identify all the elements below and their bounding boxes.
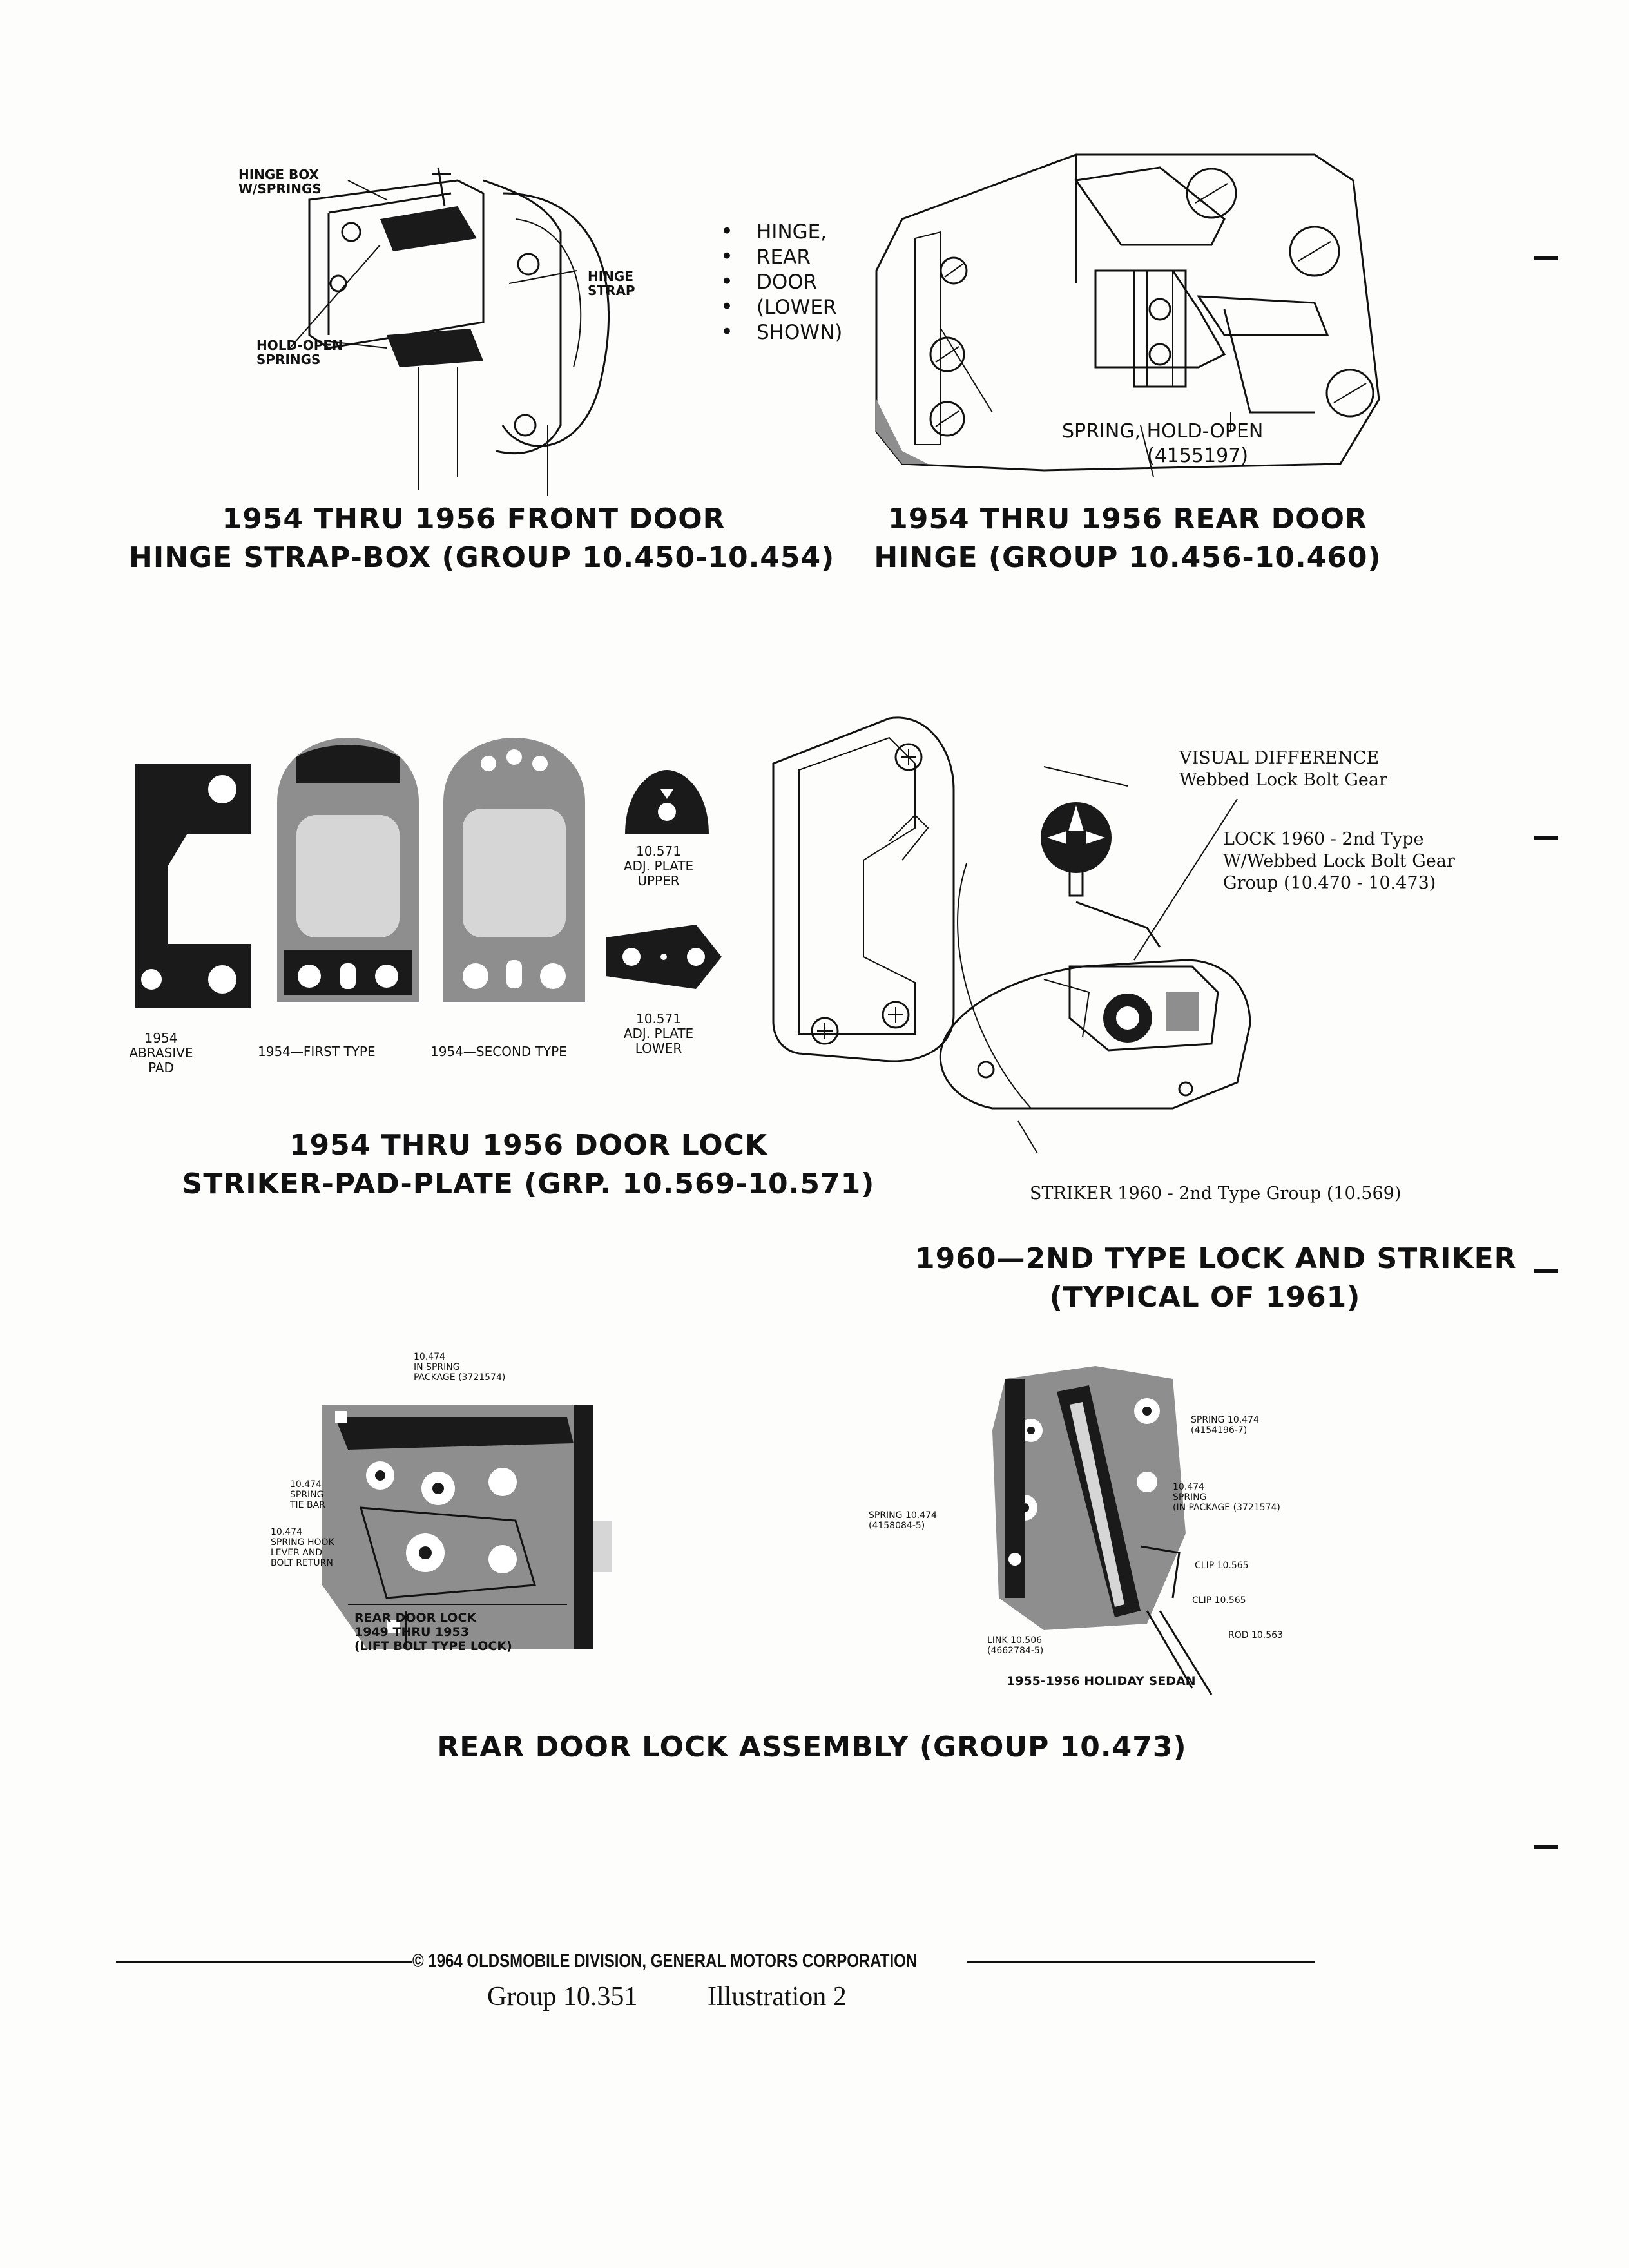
bullet-item: REAR xyxy=(720,244,842,269)
rear-door-lock-1949-illustration xyxy=(322,1405,612,1649)
spring-tie-bar-label: 10.474 SPRING TIE BAR xyxy=(290,1479,325,1510)
footer-illustration: Illustration 2 xyxy=(708,1982,847,2012)
fig1-caption-line2: HINGE STRAP-BOX (GROUP 10.450-10.454) xyxy=(129,541,835,574)
lock-1960-label: LOCK 1960 - 2nd Type W/Webbed Lock Bolt … xyxy=(1223,829,1455,893)
upper-adj-plate-illustration xyxy=(625,770,709,834)
striker-1960-label: STRIKER 1960 - 2nd Type Group (10.569) xyxy=(1030,1184,1402,1204)
lower-adj-plate-label: 10.571 ADJ. PLATE LOWER xyxy=(623,1011,694,1056)
visual-difference-label: VISUAL DIFFERENCE Webbed Lock Bolt Gear xyxy=(1179,748,1387,790)
bullet-item: HINGE, xyxy=(720,219,842,244)
abrasive-pad-illustration xyxy=(135,764,251,1008)
spring-hold-open-part-number: (4155197) xyxy=(1147,445,1249,467)
lock-and-striker-1960-illustration xyxy=(939,766,1251,1154)
bullet-item: SHOWN) xyxy=(720,320,842,345)
hinge-box-label: HINGE BOX W/SPRINGS xyxy=(238,167,322,197)
footer-copyright: © 1964 OLDSMOBILE DIVISION, GENERAL MOTO… xyxy=(412,1950,918,1972)
abrasive-pad-label: 1954 ABRASIVE PAD xyxy=(129,1030,193,1075)
rear-door-lock-assembly-caption: REAR DOOR LOCK ASSEMBLY (GROUP 10.473) xyxy=(437,1731,1187,1763)
spring-package-label: 10.474 SPRING (IN PACKAGE (3721574) xyxy=(1173,1482,1280,1513)
footer-group: Group 10.351 xyxy=(487,1982,638,2012)
clip-label-2: CLIP 10.565 xyxy=(1192,1595,1246,1606)
footer-rule-right xyxy=(967,1961,1315,1963)
bullet-item: DOOR xyxy=(720,269,842,294)
second-type-plate-illustration xyxy=(443,738,585,1002)
spring-package-label: 10.474 IN SPRING PACKAGE (3721574) xyxy=(414,1352,506,1383)
footer-rule-left xyxy=(116,1961,412,1963)
first-type-plate-illustration xyxy=(277,738,419,1002)
rear-door-lock-1949-label: REAR DOOR LOCK 1949 THRU 1953 (LIFT BOLT… xyxy=(354,1611,512,1653)
second-type-label: 1954—SECOND TYPE xyxy=(430,1044,567,1059)
lower-adj-plate-illustration xyxy=(606,925,722,989)
rear-door-hinge-illustration xyxy=(875,153,1380,477)
fig2-caption-line2: HINGE (GROUP 10.456-10.460) xyxy=(874,541,1382,574)
bullet-item: (LOWER xyxy=(720,294,842,320)
spring-upper-label: SPRING 10.474 (4154196-7) xyxy=(1191,1415,1259,1436)
fig2-caption-line1: 1954 THRU 1956 REAR DOOR xyxy=(888,503,1367,535)
spring-hold-open-label: SPRING, HOLD-OPEN xyxy=(1062,420,1264,443)
hinge-strap-label: HINGE STRAP xyxy=(588,269,635,298)
hold-open-springs-label: HOLD-OPEN SPRINGS xyxy=(256,338,343,367)
margin-mark xyxy=(1534,1845,1558,1849)
margin-mark xyxy=(1534,1269,1558,1273)
upper-adj-plate-label: 10.571 ADJ. PLATE UPPER xyxy=(623,843,694,889)
holiday-sedan-label: 1955-1956 HOLIDAY SEDAN xyxy=(1007,1674,1196,1688)
holiday-sedan-lock-illustration xyxy=(992,1366,1213,1695)
link-label: LINK 10.506 (4662784-5) xyxy=(987,1635,1044,1656)
clip-label-1: CLIP 10.565 xyxy=(1195,1561,1249,1571)
rear-hinge-bullet-list: HINGE, REAR DOOR (LOWER SHOWN) xyxy=(720,219,842,345)
margin-mark xyxy=(1534,256,1558,260)
fig4-caption-line1: 1960—2ND TYPE LOCK AND STRIKER xyxy=(915,1242,1517,1275)
fig3-caption-line2: STRIKER-PAD-PLATE (GRP. 10.569-10.571) xyxy=(182,1168,875,1200)
fig4-caption-line2: (TYPICAL OF 1961) xyxy=(1049,1281,1361,1314)
first-type-label: 1954—FIRST TYPE xyxy=(258,1044,376,1059)
front-door-hinge-illustration xyxy=(289,167,610,496)
spring-hook-label: 10.474 SPRING HOOK LEVER AND BOLT RETURN xyxy=(271,1527,334,1568)
fig3-caption-line1: 1954 THRU 1956 DOOR LOCK xyxy=(289,1129,768,1162)
margin-mark xyxy=(1534,836,1558,840)
spring-left-label: SPRING 10.474 (4158084-5) xyxy=(869,1510,937,1531)
rod-label: ROD 10.563 xyxy=(1228,1630,1283,1640)
fig1-caption-line1: 1954 THRU 1956 FRONT DOOR xyxy=(222,503,726,535)
